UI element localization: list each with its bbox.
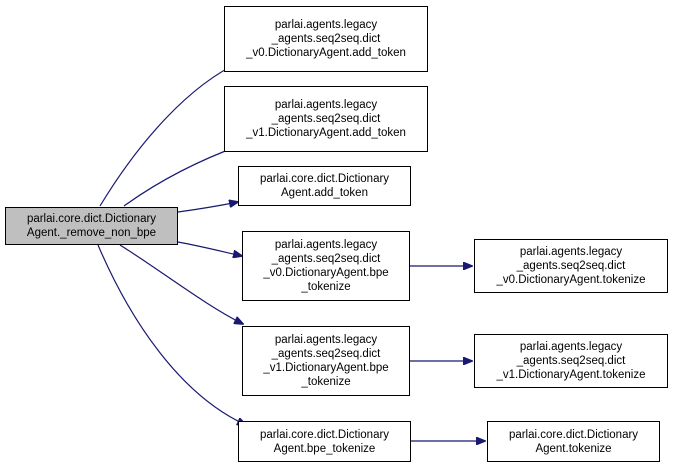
edge-root-to-core-bpe-tokenize [97,244,246,425]
node-label-line: _agents.seq2seq.dict [271,113,381,125]
node-v0-add-token[interactable]: parlai.agents.legacy _agents.seq2seq.dict… [224,6,428,72]
node-label-line: parlai.core.dict.Dictionary [259,173,390,185]
node-label-line: Agent.tokenize [535,442,612,455]
node-label-line: _v0.DictionaryAgent.tokenize [496,274,646,286]
edge-root-to-v0-add-token [99,62,240,207]
node-label-line: parlai.core.dict.Dictionary [259,428,390,441]
node-label-line: _v1.DictionaryAgent.add_token [246,127,406,139]
node-label-line: parlai.agents.legacy [274,239,378,251]
node-label-line: _agents.seq2seq.dict [271,253,381,265]
node-label-line: _agents.seq2seq.dict [516,260,626,272]
node-label-line: _v0.DictionaryAgent.bpe [263,267,389,279]
node-label-line: _agents.seq2seq.dict [271,33,381,45]
node-label-line: Agent.bpe_tokenize [273,442,376,455]
node-label-line: _v1.DictionaryAgent.tokenize [496,369,646,381]
node-v1-bpe-tokenize[interactable]: parlai.agents.legacy _agents.seq2seq.dict… [242,326,410,396]
node-label-line: parlai.core.dict.Dictionary [26,213,157,225]
edge-root-to-v1-bpe-tokenize [119,244,243,324]
node-v0-tokenize[interactable]: parlai.agents.legacy _agents.seq2seq.dict… [474,239,668,293]
node-label-line: parlai.agents.legacy [274,19,378,31]
node-label-line: parlai.agents.legacy [519,246,623,258]
node-label-line: parlai.agents.legacy [274,99,378,111]
edge-root-to-core-add-token [177,202,238,213]
node-label-line: _v1.DictionaryAgent.bpe [263,362,389,374]
node-label-line: _agents.seq2seq.dict [516,355,626,367]
node-v1-add-token[interactable]: parlai.agents.legacy _agents.seq2seq.dict… [224,86,428,152]
node-label-line: parlai.agents.legacy [519,341,623,353]
node-label-line: parlai.agents.legacy [274,334,378,346]
node-v1-tokenize[interactable]: parlai.agents.legacy _agents.seq2seq.dict… [474,334,668,388]
node-label-line: parlai.core.dict.Dictionary [508,428,639,441]
edge-root-to-v0-bpe-tokenize [177,241,242,256]
node-label-line: _tokenize [301,281,351,293]
edge-root-to-v1-add-token [123,145,241,207]
node-label-line: Agent._remove_non_bpe [26,227,157,239]
node-label-line: Agent.add_token [281,187,368,199]
node-label-line: _tokenize [301,376,351,388]
node-v0-bpe-tokenize[interactable]: parlai.agents.legacy _agents.seq2seq.dict… [242,231,410,301]
node-label-line: _agents.seq2seq.dict [271,348,381,360]
node-label-line: _v0.DictionaryAgent.add_token [246,47,406,59]
